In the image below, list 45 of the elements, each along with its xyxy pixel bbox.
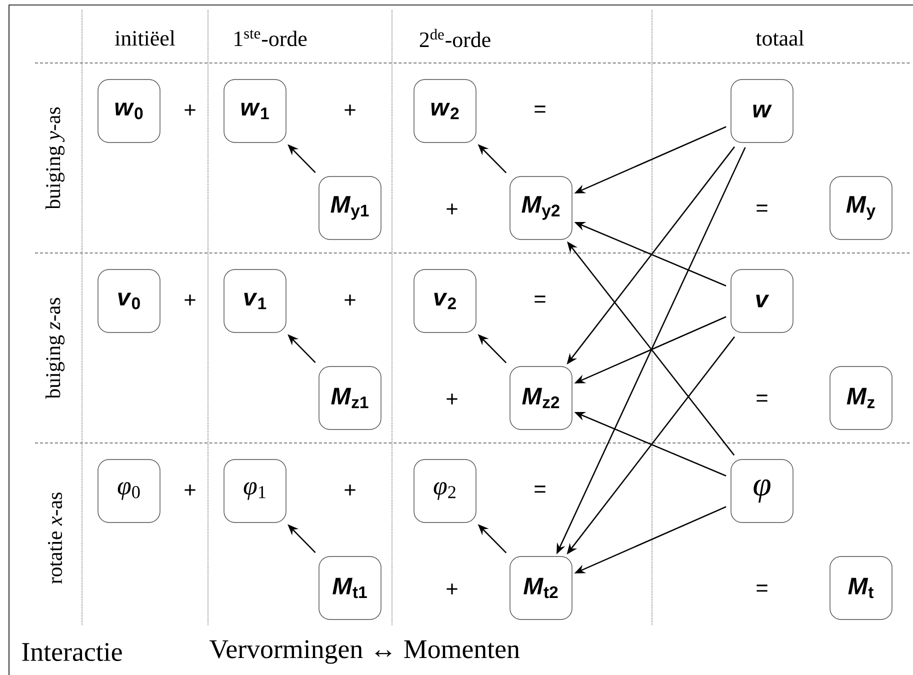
variable-box: w$_{1}$ [224, 79, 286, 143]
row-header: buiging z-as [46, 298, 65, 399]
variable-box: φ$_{1}$ [224, 459, 286, 523]
variable-box: φ$_{2}$ [414, 459, 476, 523]
operator-sign: + [446, 204, 458, 214]
variable-box: w [730, 79, 794, 143]
variable-box: v$_{0}$ [98, 269, 160, 333]
operator-sign: + [446, 394, 458, 404]
operator-sign: = [756, 204, 768, 212]
variable-box: φ$_{0}$ [98, 459, 160, 523]
variable-box: v [730, 269, 794, 333]
variable-box: φ [730, 459, 794, 523]
variable-box: M$_{t1}$ [318, 556, 382, 620]
variable-box: M$_{t}$ [830, 556, 892, 620]
operator-sign: + [344, 104, 356, 116]
row-header: buiging y-as [46, 107, 65, 210]
operator-sign: + [184, 484, 196, 496]
operator-sign: + [344, 294, 356, 306]
variable-box: w$_{0}$ [98, 79, 160, 143]
operator-sign: + [344, 484, 356, 496]
operator-sign: = [756, 394, 768, 402]
operator-sign: + [184, 104, 196, 116]
variable-box: M$_{y1}$ [318, 176, 382, 240]
operator-sign: = [534, 296, 546, 303]
variable-box: v$_{1}$ [224, 269, 286, 333]
variable-box: w$_{2}$ [414, 79, 476, 143]
operator-sign: + [446, 584, 458, 594]
variable-box: M$_{z1}$ [318, 366, 382, 430]
caption-text: Vervormingen ↔ Momenten [210, 640, 520, 664]
column-header: initiëel [115, 30, 176, 46]
row-header: rotatie x-as [48, 492, 62, 584]
caption-text: Interactie [22, 642, 122, 662]
variable-box: M$_{y}$ [830, 176, 892, 240]
operator-sign: + [184, 294, 196, 306]
column-header: 2$^{de}$-orde [420, 28, 490, 48]
variable-box: M$_{t2}$ [510, 556, 572, 620]
variable-box: M$_{z}$ [830, 366, 892, 430]
operator-sign: = [756, 584, 768, 592]
variable-box: M$_{z2}$ [510, 366, 572, 430]
variable-box: M$_{y2}$ [510, 176, 572, 240]
operator-sign: = [534, 486, 546, 493]
variable-box: v$_{2}$ [414, 269, 476, 333]
operator-sign: = [534, 106, 546, 113]
column-header: 1$^{ste}$-orde [234, 30, 307, 46]
column-header: totaal [756, 30, 804, 46]
